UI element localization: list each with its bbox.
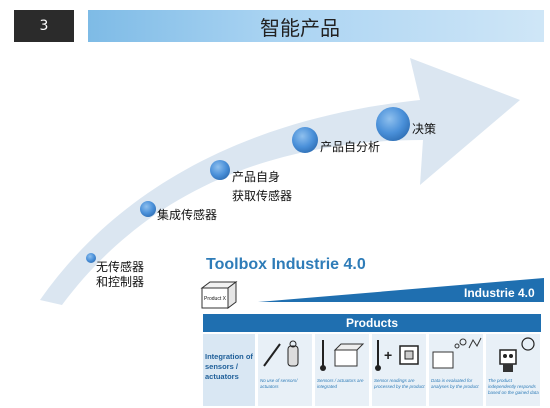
toolbox-title: Toolbox Industrie 4.0 [206, 256, 366, 273]
stage-label-line: 无传感器 [96, 260, 145, 274]
analysis-icon [432, 337, 482, 369]
slide-number: 3 [14, 10, 74, 42]
robot-icon [499, 337, 535, 372]
stage-label-line: 集成传感器 [157, 208, 218, 222]
toolbox-cell-3-desc: Sensor readings are processed by the pro… [374, 378, 425, 389]
svg-text:+: + [384, 347, 392, 363]
products-header: Products [345, 316, 398, 330]
row-header-cell [203, 334, 255, 406]
title-bar [88, 10, 544, 42]
toolbox-banner: Product X [200, 278, 544, 309]
stage-label-1: 无传感器 和控制器 [96, 260, 144, 290]
stage-node-2 [140, 201, 156, 217]
toolbox-icons: + [263, 337, 535, 372]
sensor-box-icon [320, 340, 365, 371]
product-box-icon: Product X [200, 281, 238, 309]
stage-label-5: 决策 [412, 122, 436, 137]
stage-label-4: 产品自分析 [320, 140, 380, 155]
stage-label-3: 产品自身 获取传感器 [232, 170, 292, 204]
tool-icon [263, 340, 299, 367]
stage-label-line: 决策 [412, 122, 437, 136]
toolbox-cell-5-desc: The product independently responds based… [488, 378, 539, 395]
stage-label-2: 集成传感器 [157, 208, 217, 223]
stage-node-5 [376, 107, 410, 141]
toolbox-cell-4 [429, 334, 483, 406]
row-header: Integration of sensors / actuators [205, 352, 253, 381]
product-box-label: Product X [204, 296, 227, 302]
stage-label-line: 和控制器 [96, 275, 145, 289]
industrie-banner-label: Industrie 4.0 [464, 286, 535, 300]
sensor-chip-icon: + [375, 340, 419, 371]
products-header-bar [203, 314, 541, 332]
stage-label-line: 获取传感器 [232, 189, 293, 203]
stage-node-1 [86, 253, 96, 263]
toolbox-cell-1 [258, 334, 312, 406]
toolbox-cell-1-desc: No use of sensors/ actuators [260, 378, 298, 389]
stage-node-4 [292, 127, 318, 153]
stage-node-3 [210, 160, 230, 180]
stage-label-line: 产品自分析 [320, 140, 381, 154]
stage-label-line: 产品自身 [232, 170, 281, 184]
toolbox-cell-2-desc: Sensors / actuators are integrated [317, 378, 364, 389]
toolbox-cell-4-desc: Data is evaluated for analyses by the pr… [431, 378, 479, 389]
slide-title: 智能产品 [260, 16, 340, 40]
